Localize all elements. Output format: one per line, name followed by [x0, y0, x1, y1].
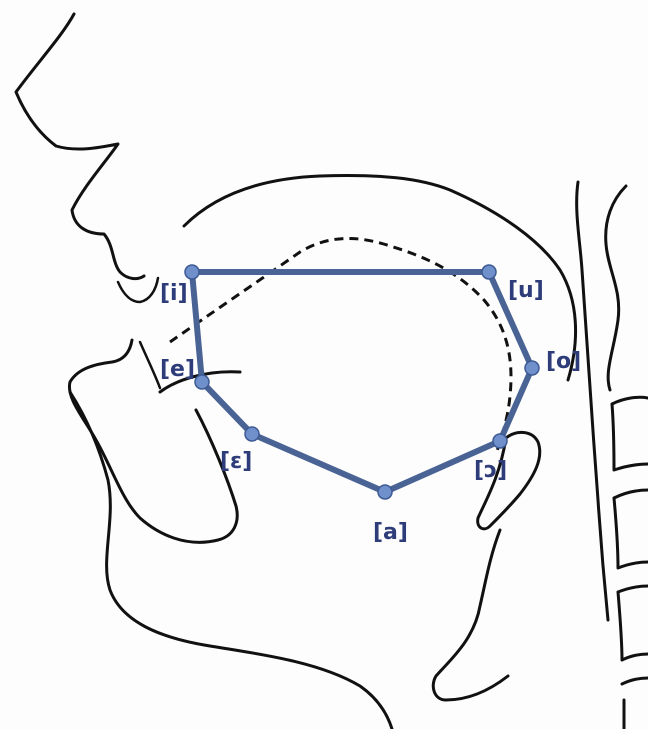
vertebra-4 [622, 678, 648, 729]
spine-outline [606, 186, 626, 390]
vowel-point-e [195, 375, 209, 389]
vertebra-1 [612, 397, 648, 470]
vowel-label-o: [o] [546, 349, 581, 374]
vowel-label-e: [e] [160, 357, 195, 382]
jaw-chin [70, 392, 392, 729]
vowel-point-i [185, 265, 199, 279]
vowel-label-i: [i] [160, 281, 188, 306]
vowel-point-open-o [493, 434, 507, 448]
vowel-point-u [482, 265, 496, 279]
throat-front [433, 530, 508, 700]
vowel-label-u: [u] [508, 278, 544, 303]
vowel-label-epsilon: [ɛ] [220, 449, 252, 474]
vowel-point-epsilon [245, 427, 259, 441]
vertebra-3 [618, 586, 648, 660]
vowel-labels: [i] [u] [o] [ɔ] [a] [ɛ] [e] [160, 278, 581, 545]
vowel-label-open-o: [ɔ] [474, 458, 507, 483]
vowel-point-a [378, 485, 392, 499]
face-profile [16, 14, 144, 279]
pharynx-wall [577, 182, 608, 620]
lower-teeth [140, 342, 160, 388]
vertebra-2 [614, 490, 648, 568]
vowel-point-o [525, 361, 539, 375]
upper-teeth [118, 278, 158, 302]
vowel-label-a: [a] [373, 520, 408, 545]
